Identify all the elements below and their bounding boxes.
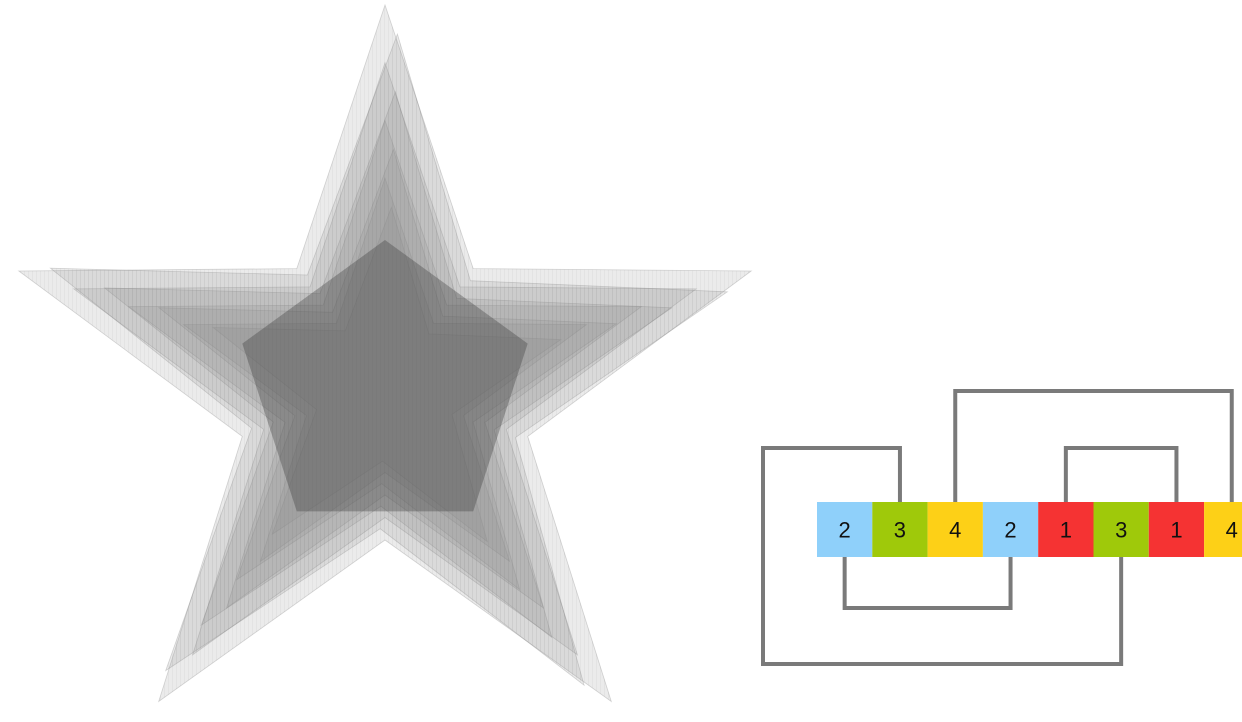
sequence-cell-box (982, 502, 1039, 557)
sequence-cell: 3 (1093, 502, 1149, 557)
sequence-cell-label: 1 (1060, 518, 1072, 543)
chord-links (761, 389, 1234, 666)
sequence-cell: 1 (1148, 502, 1205, 557)
sequence-cell-label: 1 (1170, 518, 1182, 543)
sequence-cell-label: 3 (1115, 518, 1127, 543)
sequence-cells: 2 3 4 2 1 3 1 4 (817, 502, 1242, 557)
sequence-cell: 1 (1038, 502, 1094, 557)
sequence-cell-box (872, 502, 928, 557)
sequence-cell-label: 3 (894, 518, 906, 543)
star-layer-hatch (213, 207, 561, 542)
sequence-cell-box (927, 502, 983, 557)
sequence-cell-label: 4 (1226, 518, 1238, 543)
sequence-cell-box (1204, 502, 1242, 557)
sequence-cell-label: 2 (1004, 518, 1016, 543)
chord-link (1063, 446, 1179, 502)
sequence-cell-label: 2 (838, 518, 850, 543)
sequence-cell: 4 (1204, 502, 1242, 557)
star-figure (17, 3, 753, 703)
sequence-cell: 4 (927, 502, 983, 557)
sequence-cell-box (1148, 502, 1205, 557)
chord-link (842, 557, 1013, 610)
chord-link (761, 446, 1124, 666)
chord-link (953, 389, 1234, 502)
star-core (242, 240, 528, 512)
sequence-cell-box (1093, 502, 1149, 557)
sequence-cell: 2 (817, 502, 873, 557)
chord-diagram: 2 3 4 2 1 3 1 4 (761, 389, 1242, 666)
sequence-cell-box (817, 502, 873, 557)
sequence-cell: 3 (872, 502, 928, 557)
sequence-cell-box (1038, 502, 1094, 557)
sequence-cell: 2 (982, 502, 1039, 557)
sequence-cell-label: 4 (949, 518, 961, 543)
